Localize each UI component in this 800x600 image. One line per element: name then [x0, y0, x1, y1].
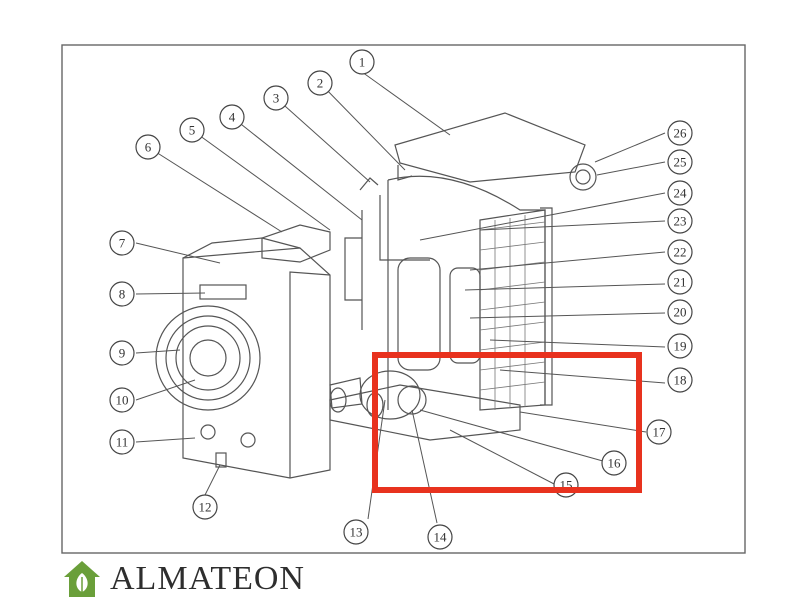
callout-26: 26	[667, 120, 693, 146]
callout-label: 20	[674, 305, 687, 320]
callout-label: 7	[119, 236, 126, 251]
callout-19: 19	[667, 333, 693, 359]
callout-label: 8	[119, 287, 126, 302]
callout-25: 25	[667, 149, 693, 175]
callout-6: 6	[135, 134, 161, 160]
callout-20: 20	[667, 299, 693, 325]
callout-label: 2	[317, 76, 324, 91]
house-leaf-icon	[64, 561, 100, 597]
brand-name: ALMATEON	[110, 560, 305, 597]
callout-label: 22	[674, 245, 687, 260]
callout-10: 10	[109, 387, 135, 413]
brand-logo: ALMATEON	[62, 558, 305, 600]
callout-label: 1	[359, 55, 366, 70]
callout-label: 17	[653, 425, 667, 440]
leader-lines	[135, 71, 666, 524]
callout-label: 18	[674, 373, 687, 388]
callout-21: 21	[667, 269, 693, 295]
machine-drawing	[155, 112, 597, 479]
callout-11: 11	[109, 429, 135, 455]
callout-8: 8	[109, 281, 135, 307]
callout-label: 23	[674, 214, 687, 229]
callout-7: 7	[109, 230, 135, 256]
callout-18: 18	[667, 367, 693, 393]
callout-label: 25	[674, 155, 687, 170]
callout-label: 16	[608, 456, 622, 471]
callout-label: 11	[116, 435, 129, 450]
callout-label: 19	[674, 339, 687, 354]
callout-label: 24	[674, 186, 688, 201]
callout-label: 9	[119, 346, 126, 361]
highlight-box	[372, 352, 642, 493]
callout-13: 13	[343, 519, 369, 545]
diagram-frame	[61, 44, 746, 554]
callout-label: 10	[116, 393, 129, 408]
callout-23: 23	[667, 208, 693, 234]
callout-9: 9	[109, 340, 135, 366]
callout-label: 5	[189, 123, 196, 138]
callout-2: 2	[307, 70, 333, 96]
callout-label: 13	[350, 525, 363, 540]
callout-label: 21	[674, 275, 687, 290]
callout-label: 12	[199, 500, 212, 515]
callout-12: 12	[192, 494, 218, 520]
callout-label: 6	[145, 140, 152, 155]
callout-1: 1	[349, 49, 375, 75]
callout-24: 24	[667, 180, 693, 206]
callout-label: 26	[674, 126, 688, 141]
callout-4: 4	[219, 104, 245, 130]
callout-15: 15	[553, 472, 579, 498]
callout-17: 17	[646, 419, 672, 445]
callout-label: 14	[434, 530, 448, 545]
callout-22: 22	[667, 239, 693, 265]
callout-14: 14	[427, 524, 453, 550]
callout-5: 5	[179, 117, 205, 143]
callout-label: 4	[229, 110, 236, 125]
callout-16: 16	[601, 450, 627, 476]
callout-3: 3	[263, 85, 289, 111]
callout-label: 3	[273, 91, 280, 106]
